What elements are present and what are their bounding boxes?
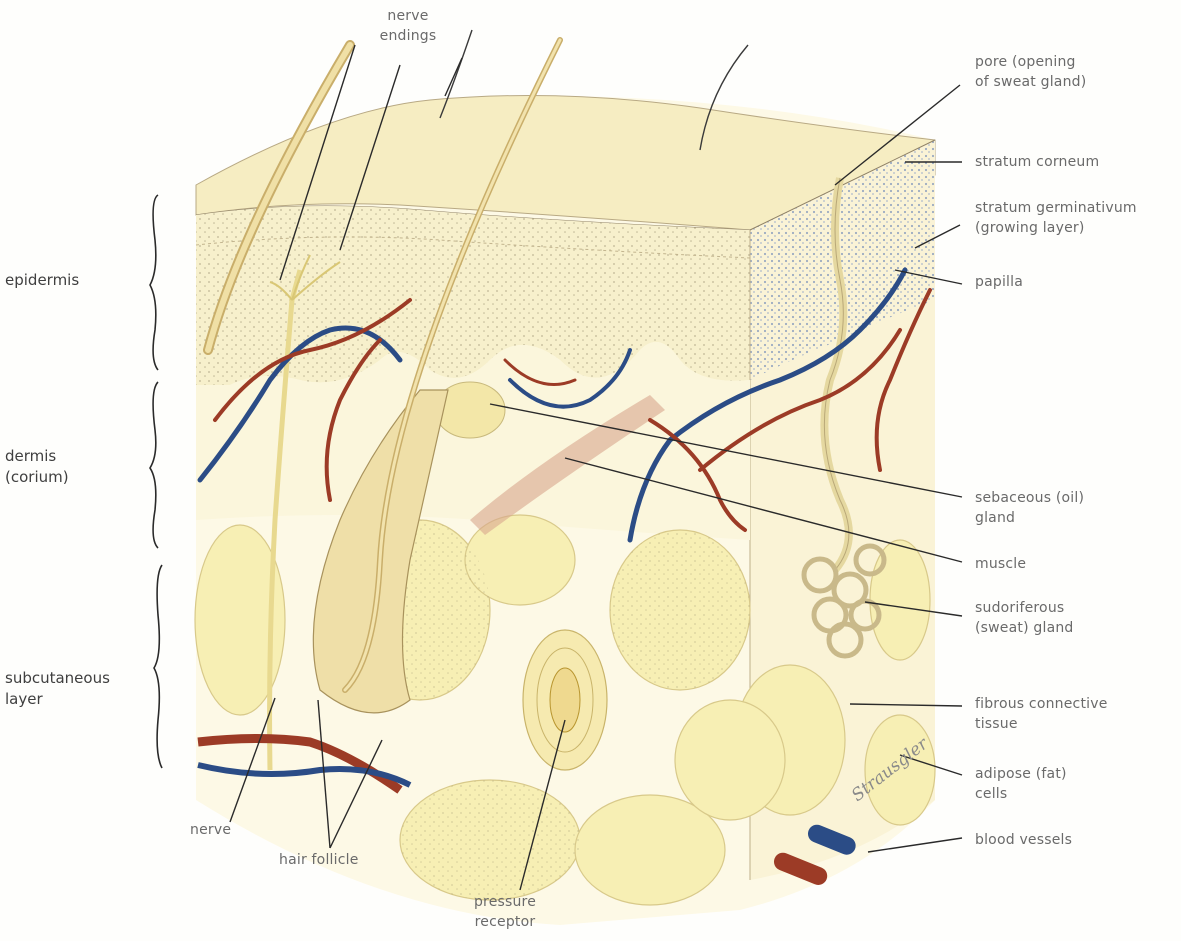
pressure-receptor-line-1: pressure <box>455 892 555 912</box>
sudoriferous-line-1: sudoriferous <box>975 598 1074 618</box>
muscle-text: muscle <box>975 556 1026 572</box>
dermis-line-1: dermis <box>5 446 69 467</box>
nerve-endings-label: nerve endings <box>368 6 448 46</box>
nerve-text: nerve <box>190 822 231 838</box>
pore-label: pore (opening of sweat gland) <box>975 52 1086 92</box>
blood-vessels-label: blood vessels <box>975 830 1072 850</box>
subcutaneous-line-2: layer <box>5 689 110 710</box>
stratum-germinativum-line-1: stratum germinativum <box>975 198 1137 218</box>
sudoriferous-label: sudoriferous (sweat) gland <box>975 598 1074 638</box>
nerve-endings-line-2: endings <box>368 26 448 46</box>
fibrous-line-2: tissue <box>975 714 1108 734</box>
sebaceous-label: sebaceous (oil) gland <box>975 488 1084 528</box>
stratum-germinativum-line-2: (growing layer) <box>975 218 1137 238</box>
adipose-label: adipose (fat) cells <box>975 764 1067 804</box>
stratum-corneum-text: stratum corneum <box>975 154 1099 170</box>
papilla-text: papilla <box>975 274 1023 290</box>
layer-brackets <box>150 195 162 768</box>
fibrous-label: fibrous connective tissue <box>975 694 1108 734</box>
pressure-receptor-line-2: receptor <box>455 912 555 932</box>
blood-vessels-text: blood vessels <box>975 832 1072 848</box>
pore-line-2: of sweat gland) <box>975 72 1086 92</box>
nerve-endings-line-1: nerve <box>368 6 448 26</box>
dermis-label: dermis (corium) <box>5 446 69 488</box>
papilla-label: papilla <box>975 272 1023 292</box>
hair-follicle-text: hair follicle <box>279 852 359 868</box>
stratum-corneum-label: stratum corneum <box>975 152 1099 172</box>
adipose-line-1: adipose (fat) <box>975 764 1067 784</box>
sebaceous-line-2: gland <box>975 508 1084 528</box>
subcutaneous-line-1: subcutaneous <box>5 668 110 689</box>
dermis-line-2: (corium) <box>5 467 69 488</box>
sudoriferous-line-2: (sweat) gland <box>975 618 1074 638</box>
pressure-receptor-label: pressure receptor <box>455 892 555 932</box>
pore-line-1: pore (opening <box>975 52 1086 72</box>
epidermis-label: epidermis <box>5 270 79 291</box>
nerve-label: nerve <box>190 820 231 840</box>
epidermis-text: epidermis <box>5 271 79 289</box>
muscle-label: muscle <box>975 554 1026 574</box>
stratum-germinativum-label: stratum germinativum (growing layer) <box>975 198 1137 238</box>
sebaceous-line-1: sebaceous (oil) <box>975 488 1084 508</box>
subcutaneous-label: subcutaneous layer <box>5 668 110 710</box>
adipose-line-2: cells <box>975 784 1067 804</box>
fibrous-line-1: fibrous connective <box>975 694 1108 714</box>
hair-follicle-label: hair follicle <box>279 850 359 870</box>
